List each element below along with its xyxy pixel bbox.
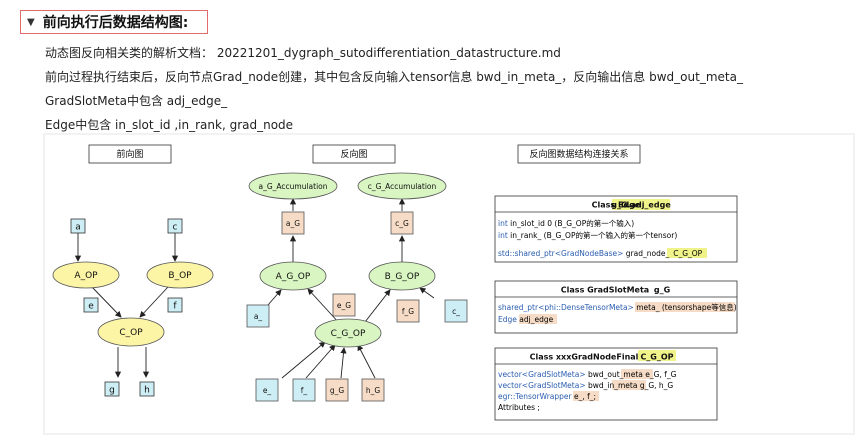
bwd-grad-h: h_G (361, 378, 385, 402)
svg-text:a: a (75, 223, 81, 233)
svg-text:egr::TensorWrapper e_, f_;: egr::TensorWrapper e_, f_; (498, 392, 596, 401)
fwd-output-g: g (104, 381, 120, 397)
svg-text:Class Edge: Class Edge (592, 201, 641, 210)
fwd-output-h: h (139, 381, 155, 397)
svg-text:a_G: a_G (286, 219, 300, 228)
bwd-grad-e: e_G (332, 293, 356, 317)
bwd-grad-c: c_G (390, 211, 414, 235)
bwd-op-a: A_G_OP (259, 261, 327, 291)
svg-text:std::shared_ptr<GradNodeBase>: std::shared_ptr<GradNodeBase> grad_node_… (498, 249, 703, 258)
svg-text:反向图: 反向图 (340, 148, 367, 160)
svg-text:c_G: c_G (395, 219, 409, 228)
svg-text:g_G: g_G (654, 286, 670, 295)
svg-text:h: h (144, 386, 150, 396)
svg-text:Class GradSlotMeta: Class GradSlotMeta (561, 286, 649, 295)
svg-text:B_G_OP: B_G_OP (385, 272, 420, 282)
fwd-input-e: e (83, 297, 99, 313)
relations-title-box: 反向图数据结构连接关系 (517, 144, 641, 164)
svg-text:e: e (88, 302, 94, 312)
paragraph-doc-ref: 动态图反向相关类的解析文档： 20221201_dygraph_sutodiff… (45, 46, 561, 60)
svg-text:vector<GradSlotMeta> bwd_out_: vector<GradSlotMeta> bwd_out_meta e_G, f… (498, 370, 677, 379)
fwd-op-c: C_OP (97, 317, 165, 347)
svg-text:h_G: h_G (366, 386, 381, 395)
svg-text:int in_slot_id 0 (B_G_OP的第一个输: int in_slot_id 0 (B_G_OP的第一个输入) (498, 218, 634, 228)
bwd-grad-f: f_G (396, 299, 420, 323)
paragraph-grad-node: 前向过程执行结束后，反向节点Grad_node创建，其中包含反向输入tensor… (45, 70, 743, 84)
svg-text:c_: c_ (452, 307, 460, 316)
class-gradnode-box: Class xxxGradNodeFinal C_G_OP vector<Gra… (494, 347, 718, 421)
bwd-grad-g: g_G (325, 378, 349, 402)
svg-text:前向图: 前向图 (116, 148, 143, 160)
backward-title-box: 反向图 (312, 144, 396, 164)
svg-text:C_OP: C_OP (119, 328, 143, 338)
class-slotmeta-box: Class GradSlotMeta g_G shared_ptr<phi::D… (494, 280, 738, 334)
bwd-grad-a: a_G (281, 211, 305, 235)
bwd-input-e: e_ (255, 378, 279, 402)
svg-text:C_G_OP: C_G_OP (331, 329, 366, 339)
svg-text:Class xxxGradNodeFinal: Class xxxGradNodeFinal (530, 353, 639, 362)
svg-text:g_G: g_G (330, 386, 345, 395)
svg-text:C_G_OP: C_G_OP (640, 353, 673, 362)
bwd-op-b: B_G_OP (368, 261, 436, 291)
svg-text:a_: a_ (254, 312, 263, 321)
svg-text:g: g (109, 386, 115, 396)
bwd-input-c: c_ (444, 299, 468, 323)
bwd-op-c: C_G_OP (314, 318, 382, 348)
svg-text:shared_ptr<phi::DenseTensorMet: shared_ptr<phi::DenseTensorMeta> meta_ (… (498, 302, 737, 312)
section-heading[interactable]: ▼ 前向执行后数据结构图: (20, 10, 208, 34)
collapse-toggle-icon[interactable]: ▼ (27, 16, 35, 28)
fwd-input-a: a (70, 218, 86, 234)
svg-text:vector<GradSlotMeta> bwd_in_me: vector<GradSlotMeta> bwd_in_meta g_G, h_… (498, 381, 673, 390)
svg-text:g_G.adj_edge: g_G.adj_edge (611, 201, 671, 210)
fwd-input-c: c (167, 218, 183, 234)
bwd-input-a: a_ (246, 304, 270, 328)
bwd-accum-c: c_G_Accumulation (357, 172, 447, 200)
fwd-op-b: B_OP (146, 261, 214, 289)
svg-text:int in_rank_ (B_G_OP的第一个输入的第一个: int in_rank_ (B_G_OP的第一个输入的第一个tensor) (498, 230, 677, 240)
svg-text:f: f (173, 302, 177, 312)
paragraph-edge: Edge中包含 in_slot_id ,in_rank, grad_node (45, 118, 294, 132)
fwd-input-f: f (167, 297, 183, 313)
svg-text:c_G_Accumulation: c_G_Accumulation (368, 182, 437, 191)
paragraph-slot-meta: GradSlotMeta中包含 adj_edge_ (45, 94, 228, 108)
svg-text:e_: e_ (263, 386, 272, 395)
class-edge-box: Class Edge g_G.adj_edge int in_slot_id 0… (494, 195, 738, 263)
fwd-op-a: A_OP (52, 261, 120, 289)
forward-title-box: 前向图 (88, 144, 172, 164)
svg-text:e_G: e_G (337, 301, 351, 310)
svg-text:A_G_OP: A_G_OP (276, 272, 311, 282)
svg-text:A_OP: A_OP (74, 271, 98, 281)
svg-text:a_G_Accumulation: a_G_Accumulation (258, 182, 327, 191)
bwd-accum-a: a_G_Accumulation (248, 172, 338, 200)
section-title: 前向执行后数据结构图: (42, 15, 189, 31)
svg-text:f_G: f_G (402, 307, 414, 316)
svg-text:c: c (173, 223, 178, 233)
svg-text:反向图数据结构连接关系: 反向图数据结构连接关系 (529, 148, 628, 160)
svg-text:Edge adj_edge: Edge adj_edge (498, 315, 554, 324)
bwd-input-f: f_ (292, 378, 316, 402)
svg-text:f_: f_ (301, 386, 308, 395)
svg-text:Attributes ;: Attributes ; (498, 403, 540, 412)
svg-text:B_OP: B_OP (168, 271, 192, 281)
